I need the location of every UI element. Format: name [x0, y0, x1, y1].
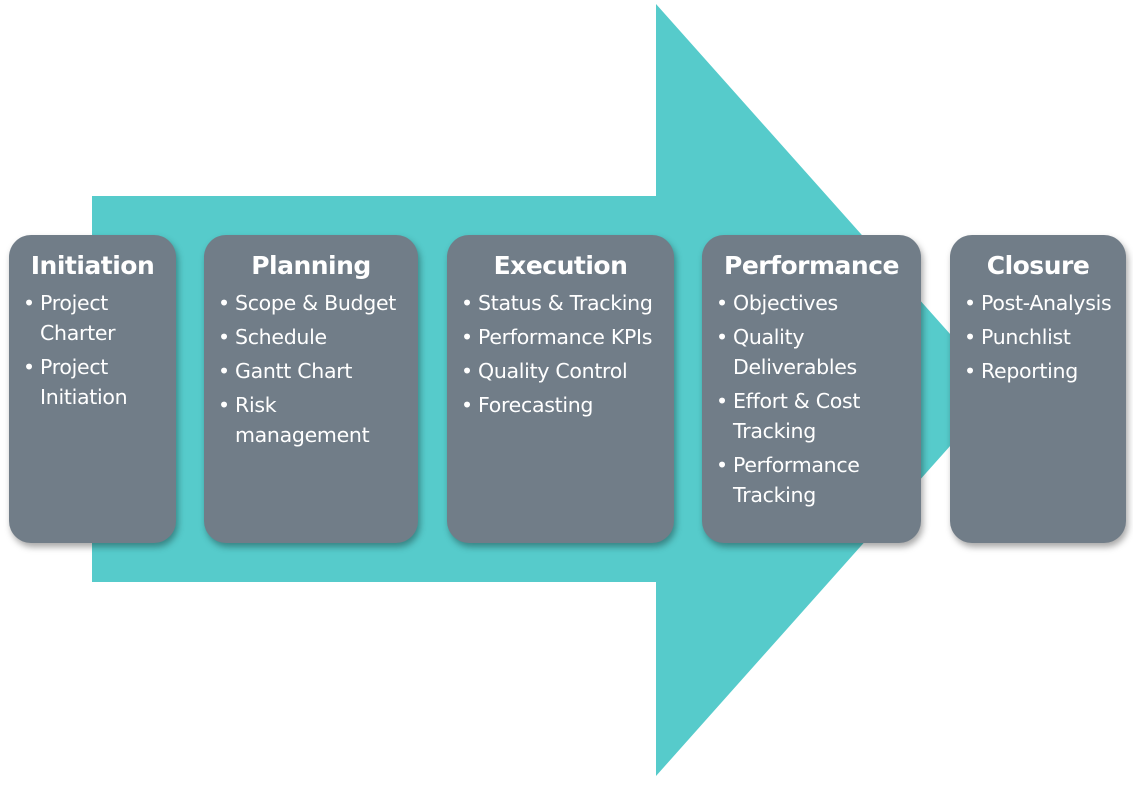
phase-item: Project Initiation [19, 352, 166, 412]
phase-card-performance: Performance Objectives Quality Deliverab… [702, 235, 921, 543]
phase-title-execution: Execution [493, 251, 628, 280]
phase-title-closure: Closure [986, 251, 1090, 280]
phase-item: Risk management [214, 390, 408, 450]
phase-item: Punchlist [960, 322, 1116, 352]
phase-item: Scope & Budget [214, 288, 408, 318]
phase-item: Performance Tracking [712, 450, 911, 510]
phase-title-planning: Planning [251, 251, 371, 280]
phase-item: Quality Deliverables [712, 322, 911, 382]
phase-items-performance: Objectives Quality Deliverables Effort &… [712, 288, 911, 510]
phase-item: Quality Control [457, 356, 664, 386]
phase-card-execution: Execution Status & Tracking Performance … [447, 235, 674, 543]
phase-item: Schedule [214, 322, 408, 352]
phase-items-planning: Scope & Budget Schedule Gantt Chart Risk… [214, 288, 408, 450]
phase-card-closure: Closure Post-Analysis Punchlist Reportin… [950, 235, 1126, 543]
phase-title-performance: Performance [724, 251, 899, 280]
phase-card-initiation: Initiation Project Charter Project Initi… [9, 235, 176, 543]
phase-items-closure: Post-Analysis Punchlist Reporting [960, 288, 1116, 386]
phase-item: Performance KPIs [457, 322, 664, 352]
phase-item: Objectives [712, 288, 911, 318]
phase-card-planning: Planning Scope & Budget Schedule Gantt C… [204, 235, 418, 543]
phase-items-initiation: Project Charter Project Initiation [19, 288, 166, 412]
phase-item: Forecasting [457, 390, 664, 420]
phase-item: Effort & Cost Tracking [712, 386, 911, 446]
phase-item: Project Charter [19, 288, 166, 348]
phase-item: Reporting [960, 356, 1116, 386]
phase-title-initiation: Initiation [30, 251, 155, 280]
phase-item: Status & Tracking [457, 288, 664, 318]
phase-items-execution: Status & Tracking Performance KPIs Quali… [457, 288, 664, 420]
phase-item: Gantt Chart [214, 356, 408, 386]
phase-item: Post-Analysis [960, 288, 1116, 318]
